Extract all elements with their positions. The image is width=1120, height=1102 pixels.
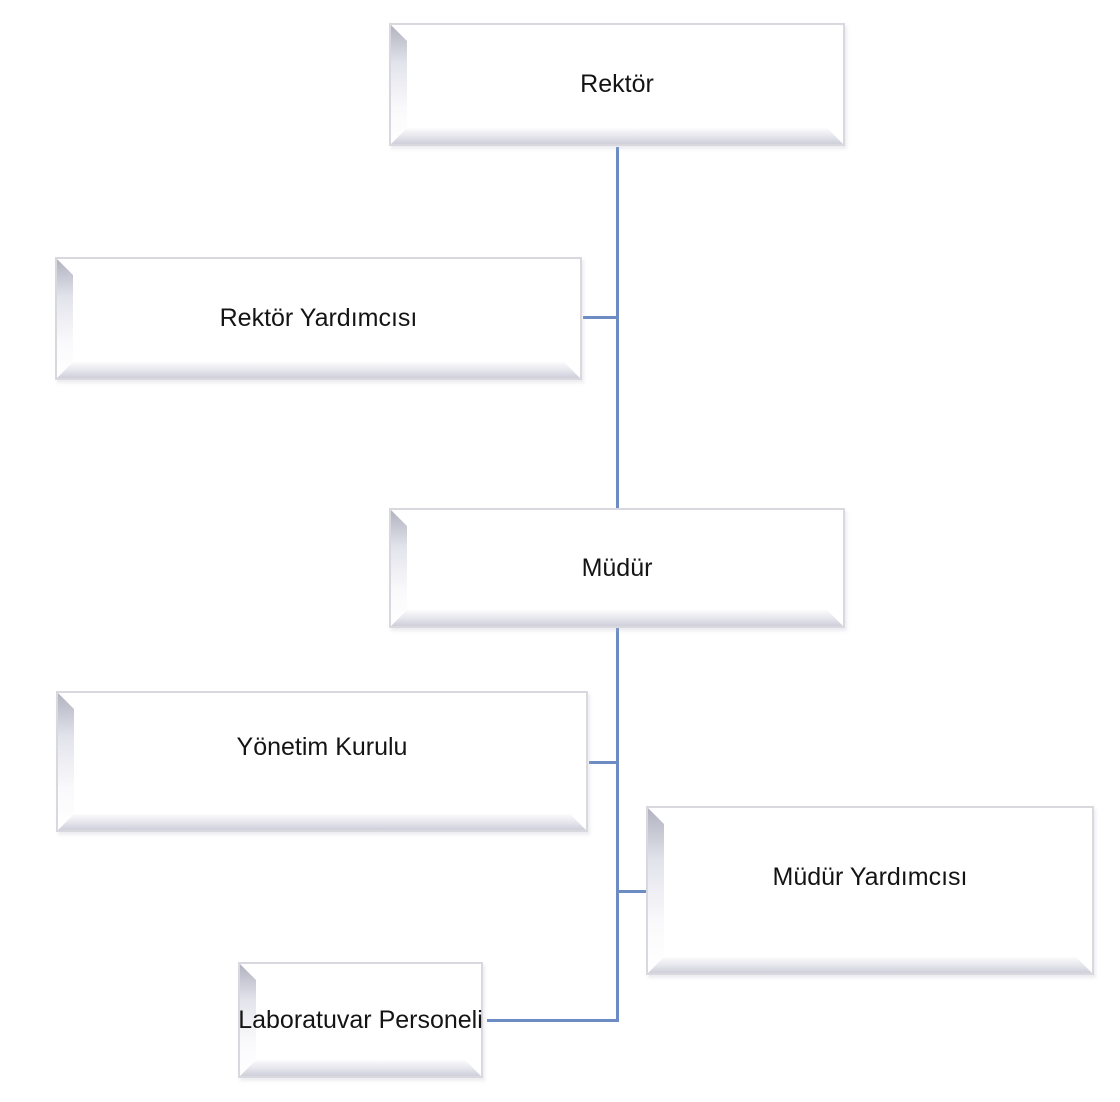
connector-rektor-to-mudur-vertical — [616, 147, 619, 509]
org-node-rektor-yardimcisi-label: Rektör Yardımcısı — [219, 304, 418, 332]
org-node-yonetim-kurulu[interactable]: Yönetim Kurulu — [56, 691, 588, 832]
org-node-rektor-label: Rektör — [580, 70, 654, 98]
connector-laboratuvar-personeli-stub — [487, 1019, 619, 1022]
org-node-mudur[interactable]: Müdür — [389, 508, 845, 628]
org-node-laboratuvar-personeli[interactable]: Laboratuvar Personeli — [238, 962, 483, 1078]
org-node-mudur-label: Müdür — [581, 553, 653, 582]
org-node-yonetim-kurulu-label: Yönetim Kurulu — [236, 732, 408, 761]
org-node-rektor[interactable]: Rektör — [389, 23, 845, 146]
org-node-mudur-yardimcisi[interactable]: Müdür Yardımcısı — [646, 806, 1094, 975]
org-node-laboratuvar-personeli-label: Laboratuvar Personeli — [238, 1005, 483, 1034]
connector-rektor-yardimcisi-stub — [583, 316, 616, 319]
org-node-mudur-yardimcisi-label: Müdür Yardımcısı — [772, 862, 968, 891]
connector-yonetim-kurulu-stub — [589, 761, 616, 764]
connector-mudur-down-vertical — [616, 628, 619, 1022]
connector-mudur-yardimcisi-stub — [619, 890, 646, 893]
org-node-rektor-yardimcisi[interactable]: Rektör Yardımcısı — [55, 257, 582, 380]
